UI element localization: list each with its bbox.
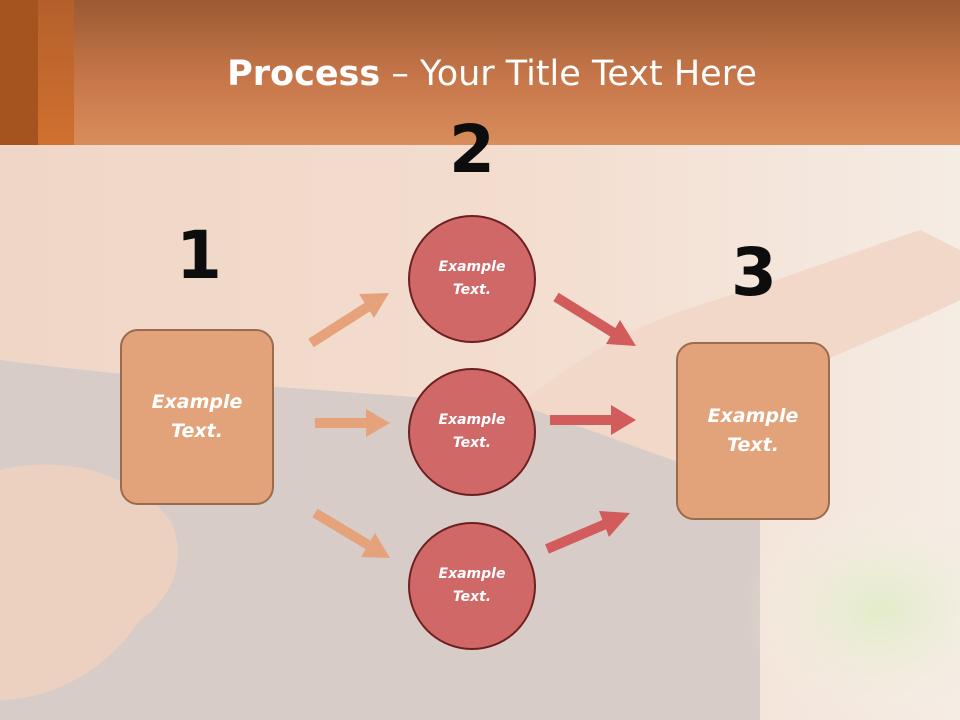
step-2-node-top: Example Text. bbox=[408, 215, 536, 343]
step-1-box: Example Text. bbox=[120, 329, 274, 505]
arrow-step1-to-node-top bbox=[308, 293, 389, 348]
banner-accent-stripe bbox=[0, 0, 38, 145]
step-3-box: Example Text. bbox=[676, 342, 830, 520]
step-2-node-bottom: Example Text. bbox=[408, 522, 536, 650]
title-bold: Process bbox=[227, 54, 381, 94]
slide-title: Process – Your Title Text Here bbox=[0, 52, 960, 96]
step-1-label: Example Text. bbox=[151, 391, 243, 442]
step-number-3: 3 bbox=[731, 234, 777, 311]
arrow-step1-to-node-bottom bbox=[312, 508, 390, 558]
arrow-step1-to-node-middle bbox=[315, 409, 390, 437]
title-banner: Process – Your Title Text Here bbox=[0, 0, 960, 145]
node-label: Example Text. bbox=[438, 566, 506, 605]
step-3-label: Example Text. bbox=[707, 405, 799, 456]
node-label: Example Text. bbox=[438, 259, 506, 298]
arrow-node-middle-to-step3 bbox=[550, 405, 636, 435]
arrow-node-bottom-to-step3 bbox=[545, 511, 630, 554]
step-number-2: 2 bbox=[449, 111, 495, 188]
step-number-1: 1 bbox=[176, 217, 222, 294]
banner-accent-stripe bbox=[38, 0, 74, 145]
node-label: Example Text. bbox=[438, 412, 506, 451]
step-2-node-middle: Example Text. bbox=[408, 368, 536, 496]
arrow-node-top-to-step3 bbox=[553, 292, 636, 346]
title-rest: – Your Title Text Here bbox=[380, 54, 757, 94]
